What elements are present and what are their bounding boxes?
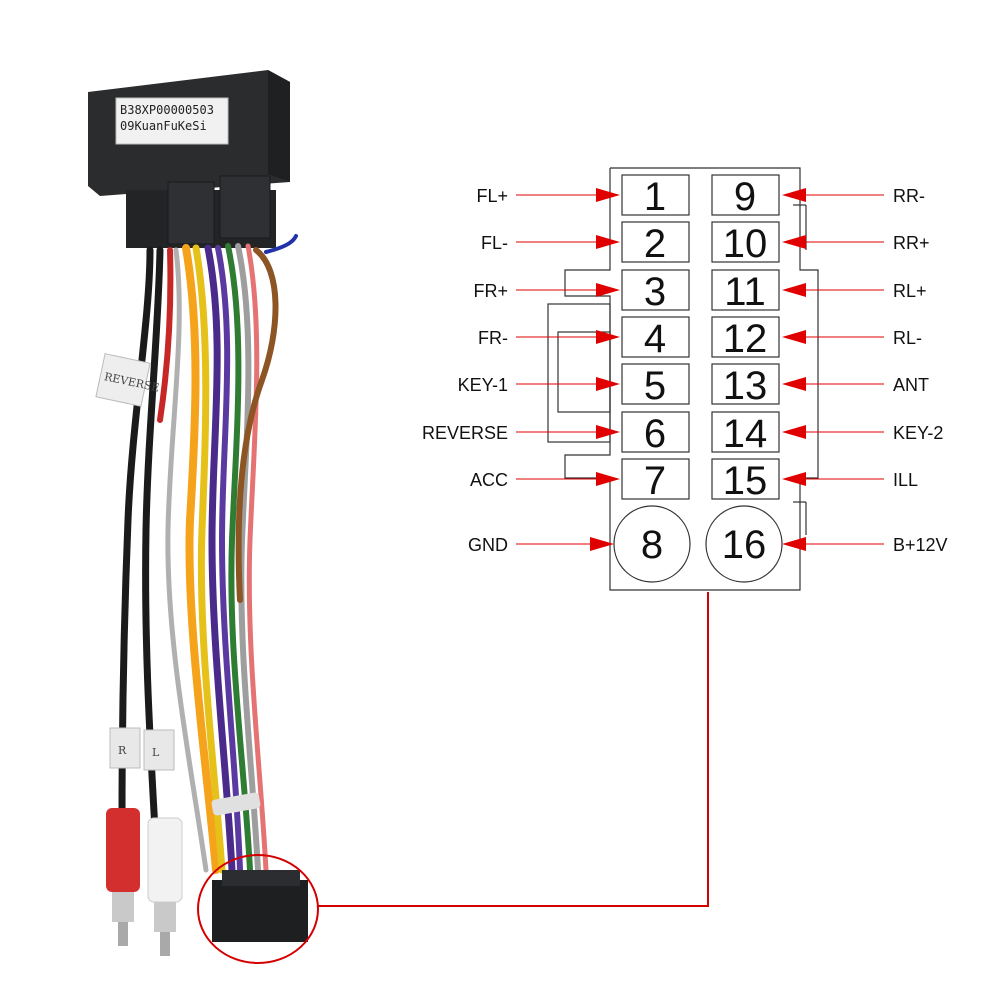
pin-3-label: FR+ [473,281,508,301]
pin-5-label: KEY-1 [458,375,508,395]
pin-6-arrow-head [596,425,620,439]
harness-illustration: B38XP00000503 09KuanFuKeSi REVERSE R [88,70,308,956]
pin-10-label: RR+ [893,233,930,253]
pin-6-number: 6 [644,412,666,456]
connector-callout [197,592,709,964]
pin-9-arrow-head [782,188,806,202]
pin-14-label: KEY-2 [893,423,943,443]
adapter-module: B38XP00000503 09KuanFuKeSi [88,70,290,248]
pin-1-socket [621,174,690,216]
pin-8-label: GND [468,535,508,555]
pin-7-arrow-head [596,472,620,486]
pin-13-number: 13 [723,364,768,408]
pin-15-socket [711,458,780,500]
pin-6-label: REVERSE [422,423,508,443]
pin-13-socket [711,363,780,405]
pin-12-label: RL- [893,328,922,348]
pin-15-number: 15 [723,459,768,503]
pin-6-socket [621,411,690,453]
pin-16-label: B+12V [893,535,948,555]
pin-11-number: 11 [724,270,766,314]
pin-12-arrow-head [782,330,806,344]
pin-13-arrow-head [782,377,806,391]
pin-1-number: 1 [644,175,666,219]
pin-12-socket [711,316,780,358]
pin-13-label: ANT [893,375,929,395]
module-label-line1: B38XP00000503 [120,103,214,117]
pin-9-number: 9 [734,175,756,219]
pin-10-number: 10 [723,222,768,266]
pin-4-number: 4 [644,317,666,361]
pin-16-number: 16 [722,523,767,567]
callout-leader-line [318,592,709,907]
pin-15-label: ILL [893,470,918,490]
pin-5-number: 5 [644,364,666,408]
pin-10-socket [711,221,780,263]
pin-4-label: FR- [478,328,508,348]
pin-16-arrow-head [782,537,806,551]
tape-left: L [152,746,160,759]
pin-7-number: 7 [644,459,666,503]
pin-7-socket [621,458,690,500]
pin-1-label: FL+ [476,186,508,206]
pin-11-socket [711,269,780,311]
pin-11-label: RL+ [893,281,927,301]
pin-4-socket [621,316,690,358]
pin-2-socket [621,221,690,263]
pin-3-number: 3 [644,270,666,314]
pin-12-number: 12 [723,317,768,361]
rca-plug-red [106,808,140,946]
pin-4-arrow-head [596,330,620,344]
pin-1-arrow-head [596,188,620,202]
pin-2-number: 2 [644,222,666,266]
pin-9-socket [711,174,780,216]
pin-10-arrow-head [782,235,806,249]
pin-15-arrow-head [782,472,806,486]
wire-bundle [118,234,298,874]
pin-3-socket [621,269,690,311]
pin-8-number: 8 [641,523,663,567]
pin-3-arrow-head [596,283,620,297]
module-label-line2: 09KuanFuKeSi [120,119,207,133]
pin-14-number: 14 [723,412,768,456]
iso-plug [212,870,308,942]
pin-8-arrow-head [590,537,614,551]
tape-right: R [118,744,127,757]
module-sticker [115,97,229,145]
callout-circle [197,854,319,964]
pin-2-arrow-head [596,235,620,249]
cable-tapes: REVERSE R L [95,353,261,816]
pin-11-arrow-head [782,283,806,297]
pin-2-label: FL- [481,233,508,253]
pin-14-socket [711,411,780,453]
pin-9-label: RR- [893,186,925,206]
pin-7-label: ACC [470,470,508,490]
pin-5-arrow-head [596,377,620,391]
pin-14-arrow-head [782,425,806,439]
pin-5-socket [621,363,690,405]
rca-plug-white [147,817,183,956]
